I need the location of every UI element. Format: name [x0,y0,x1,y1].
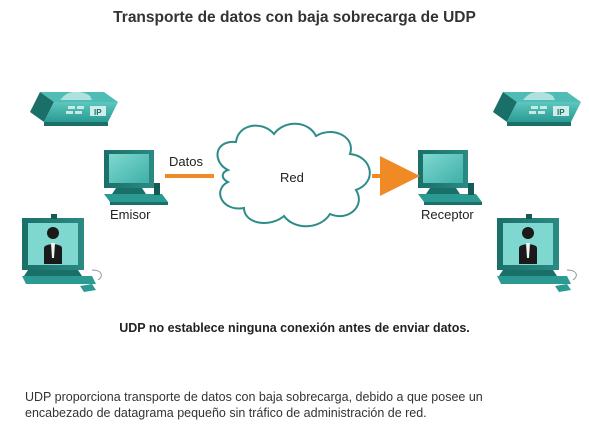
phone-badge-right: IP [557,108,565,117]
receiver-computer-icon [418,150,482,205]
data-label: Datos [169,154,203,169]
phone-badge-left: IP [94,108,102,117]
description: UDP proporciona transporte de datos con … [25,389,575,421]
ip-phone-left-icon: IP [30,91,118,126]
network-label: Red [280,170,304,185]
sender-label: Emisor [110,207,151,222]
udp-note: UDP no establece ninguna conexión antes … [119,321,470,335]
network-cloud-icon [216,122,371,228]
description-line-1: UDP proporciona transporte de datos con … [25,390,483,404]
description-line-2: encabezado de datagrama pequeño sin tráf… [25,406,427,420]
ip-phone-right-icon: IP [493,91,581,126]
sender-computer-icon [104,150,168,205]
video-terminal-right-icon [497,214,577,292]
video-terminal-left-icon [22,214,102,292]
receiver-label: Receptor [421,207,474,222]
diagram-title: Transporte de datos con baja sobrecarga … [113,9,476,26]
